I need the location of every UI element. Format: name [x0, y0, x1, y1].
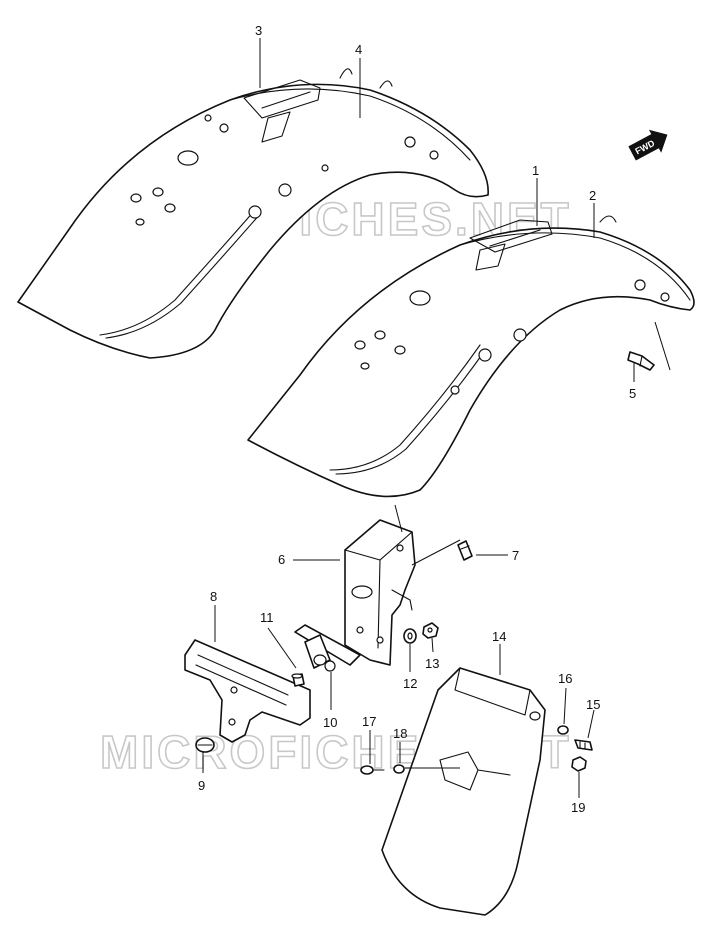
callout-10: 10 [323, 715, 337, 730]
fwd-arrow-icon: FWD [628, 129, 668, 161]
nut-18 [393, 764, 405, 774]
callout-7: 7 [512, 548, 519, 563]
mounting-bracket [344, 504, 461, 666]
callout-5: 5 [629, 386, 636, 401]
callout-13: 13 [425, 656, 439, 671]
callout-11: 11 [260, 610, 274, 625]
license-plate-bracket [184, 639, 311, 743]
callout-18: 18 [393, 726, 407, 741]
callout-15: 15 [586, 697, 600, 712]
collar [291, 673, 305, 687]
callout-4: 4 [355, 42, 362, 57]
callout-3: 3 [255, 23, 262, 38]
callout-1: 1 [532, 163, 539, 178]
screw-15 [574, 739, 593, 751]
callout-2: 2 [589, 188, 596, 203]
bolt-5 [627, 351, 655, 371]
screw-17 [360, 765, 385, 775]
leader-lines [202, 38, 635, 798]
callout-19: 19 [571, 800, 585, 815]
washer-16 [557, 725, 569, 735]
callout-12: 12 [403, 676, 417, 691]
callout-6: 6 [278, 552, 285, 567]
callout-17: 17 [362, 714, 376, 729]
callout-14: 14 [492, 629, 506, 644]
rear-fender-upper [17, 68, 489, 359]
nut-13 [422, 622, 439, 639]
callout-9: 9 [198, 778, 205, 793]
callout-8: 8 [210, 589, 217, 604]
rear-fender-lower [247, 215, 695, 498]
washer [403, 628, 417, 644]
bolt-7 [457, 540, 473, 561]
reflector-bracket [294, 624, 361, 672]
callout-numbers: 3 4 1 2 5 6 7 8 9 10 11 12 13 14 15 16 1… [198, 23, 636, 815]
nut-19 [571, 756, 587, 772]
mud-flap [381, 667, 546, 916]
callout-16: 16 [558, 671, 572, 686]
rubber-cap [195, 737, 215, 753]
